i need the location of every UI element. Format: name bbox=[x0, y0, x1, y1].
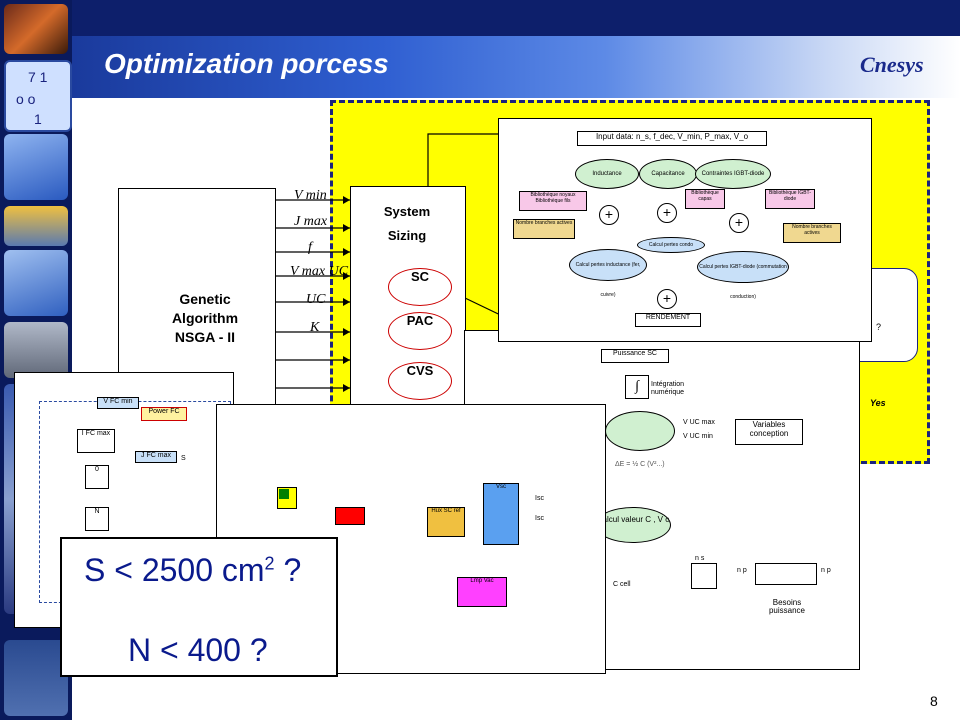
ifc-max-box: I FC max bbox=[77, 429, 115, 453]
logo: Cnesys bbox=[860, 52, 924, 78]
inductance-loss-node: Calcul pertes inductance (fer, cuivre) bbox=[569, 249, 647, 298]
equations-block: ΔE = ½ C (V²...) bbox=[615, 461, 665, 468]
power-fc-box: Power FC bbox=[141, 407, 187, 421]
genetic-algorithm-label: Genetic Algorithm NSGA - II bbox=[150, 290, 260, 347]
vuc-min: V UC min bbox=[683, 433, 713, 440]
block-orange: Hux SC ref bbox=[427, 507, 465, 537]
param-k: K bbox=[310, 320, 320, 335]
sc-ellipse-node bbox=[605, 411, 675, 451]
logo-text: Cnesys bbox=[860, 52, 924, 77]
svg-text:1: 1 bbox=[34, 111, 42, 127]
page-number: 8 bbox=[930, 693, 938, 709]
capacitors-image bbox=[4, 322, 68, 378]
zero-box: 0 bbox=[85, 465, 109, 489]
integration-label: Intégration numérique bbox=[651, 381, 685, 396]
landscape-image bbox=[4, 640, 68, 716]
param-vmax-uc: V max UC bbox=[290, 264, 349, 279]
vuc-max: V UC max bbox=[683, 419, 715, 426]
dna-image bbox=[4, 4, 68, 54]
block-blue: Vsc bbox=[483, 483, 519, 545]
inductance-node: Inductance bbox=[575, 159, 639, 189]
igbt-node: Contraintes IGBT-diode bbox=[695, 159, 771, 189]
eq-box-2 bbox=[755, 563, 817, 585]
svg-text:o o: o o bbox=[16, 91, 36, 107]
param-vmin: V min bbox=[294, 188, 327, 203]
integral-icon: ∫ bbox=[625, 375, 649, 399]
ns-label: n s bbox=[695, 555, 705, 562]
library-cores-box: Bibliothèque noyaux Bibliothèque fils bbox=[519, 191, 587, 211]
eq-box-1 bbox=[691, 563, 717, 589]
sum-icon-2: + bbox=[657, 203, 677, 223]
yes-label: Yes bbox=[870, 398, 886, 408]
flowchart-panel: Input data: n_s, f_dec, V_min, P_max, V_… bbox=[498, 118, 872, 342]
variables-box: Variables conception bbox=[735, 419, 803, 445]
capacitance-node: Capacitance bbox=[639, 159, 697, 189]
n-box: N bbox=[85, 507, 109, 531]
np-label-2: n p bbox=[821, 567, 831, 574]
decision-question: ? bbox=[876, 322, 882, 332]
sum-icon-3: + bbox=[729, 213, 749, 233]
logic-diagram-image: 7 1 o o 1 bbox=[4, 60, 72, 132]
sizing-title-2: Sizing bbox=[387, 228, 427, 243]
jfc-max-box: J FC max bbox=[135, 451, 177, 463]
top-banner bbox=[72, 0, 960, 36]
count-criterion: N < 400 ? bbox=[128, 632, 268, 668]
sum-icon-4: + bbox=[657, 289, 677, 309]
ga-line-2: Algorithm bbox=[171, 310, 239, 326]
block-green bbox=[279, 489, 289, 499]
branches-box-1: Nombre branches actives bbox=[513, 219, 575, 239]
svg-text:7 1: 7 1 bbox=[28, 69, 48, 85]
criteria-panel bbox=[60, 537, 338, 677]
param-f: f bbox=[308, 240, 312, 255]
train-image bbox=[4, 206, 68, 246]
block-magenta: Lmp Vac bbox=[457, 577, 507, 607]
airplane-image bbox=[4, 134, 68, 200]
car-image bbox=[4, 250, 68, 316]
pac-ellipse: PAC bbox=[388, 312, 452, 350]
s-label: S bbox=[181, 455, 186, 462]
block-red bbox=[335, 507, 365, 525]
surface-criterion-exponent: 2 bbox=[264, 553, 275, 574]
condo-loss-node: Calcul pertes condo bbox=[637, 237, 705, 253]
ga-line-3: NSGA - II bbox=[174, 329, 236, 345]
title-bar bbox=[72, 36, 960, 98]
surface-criterion: S < 2500 cm2 ? bbox=[84, 552, 301, 589]
igbt-loss-node: Calcul pertes IGBT-diode (commutation co… bbox=[697, 251, 789, 300]
input-data-box: Input data: n_s, f_dec, V_min, P_max, V_… bbox=[577, 131, 767, 146]
rendement-box: RENDEMENT bbox=[635, 313, 701, 327]
calc-value-node: Calcul valeur C , V c bbox=[595, 507, 671, 543]
surface-criterion-text: S < 2500 cm bbox=[84, 552, 265, 588]
sc-ellipse: SC bbox=[388, 268, 452, 306]
sum-icon-1: + bbox=[599, 205, 619, 225]
sizing-title-1: System bbox=[383, 204, 431, 219]
sc-power-box: Puissance SC bbox=[601, 349, 669, 363]
slide-title: Optimization porcess bbox=[104, 48, 389, 79]
library-igbt-box: Bibliothèque IGBT-diode bbox=[765, 189, 815, 209]
param-uc: UC bbox=[306, 292, 326, 307]
logic-symbol-icon: 7 1 o o 1 bbox=[16, 69, 48, 127]
cvs-ellipse: CVS bbox=[388, 362, 452, 400]
sim-label-isc2: Isc bbox=[535, 515, 544, 522]
np-label-1: n p bbox=[737, 567, 747, 574]
besoins-label: Besoins puissance bbox=[768, 598, 806, 615]
vfc-min-box: V FC min bbox=[97, 397, 139, 409]
sim-label-isc: Isc bbox=[535, 495, 544, 502]
branches-box-2: Nombre branches actives bbox=[783, 223, 841, 243]
surface-criterion-end: ? bbox=[274, 552, 302, 588]
ga-line-1: Genetic bbox=[179, 291, 231, 307]
library-capas-box: Bibliothèque capas bbox=[685, 189, 725, 209]
ccell-label: C cell bbox=[613, 581, 631, 588]
param-jmax: J max bbox=[294, 214, 328, 229]
